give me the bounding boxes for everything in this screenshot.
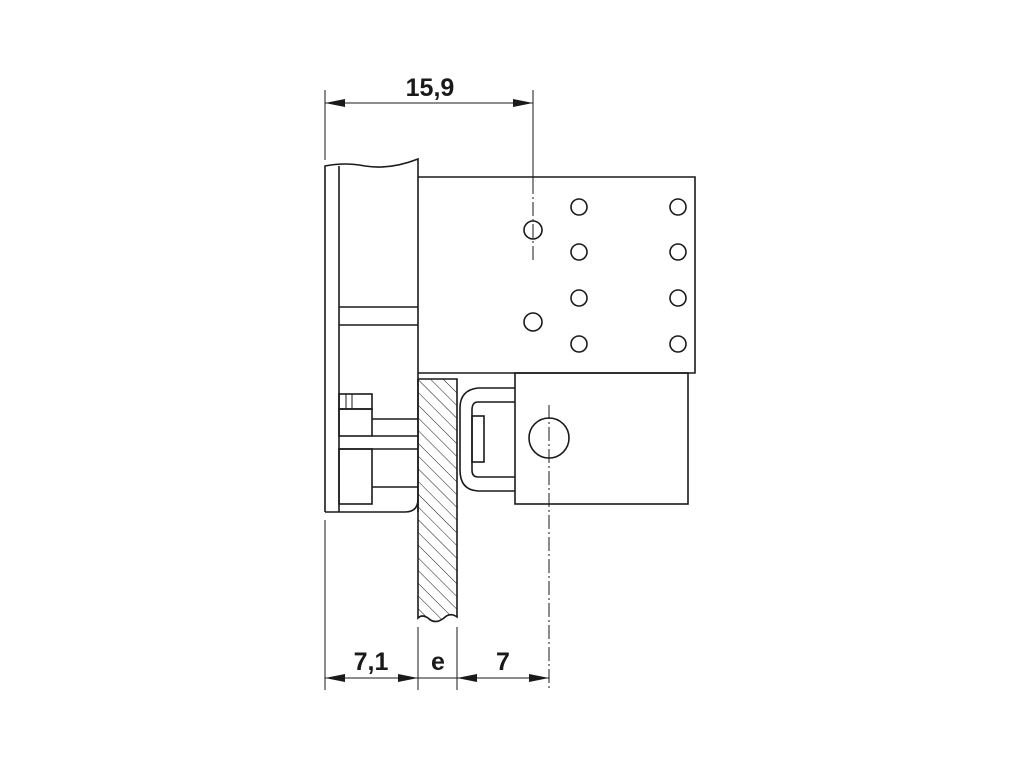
top-dimension: 15,9 — [324, 74, 534, 180]
mounting-clip — [459, 387, 515, 492]
mounting-block — [514, 372, 689, 690]
contact-holes — [570, 198, 687, 353]
dimension-label-7: 7 — [496, 648, 510, 676]
block-outline — [418, 176, 696, 374]
housing-outline — [324, 157, 419, 512]
hole — [523, 312, 543, 332]
panel-section — [417, 378, 458, 623]
dimension-label-7-1: 7,1 — [354, 648, 389, 676]
dimension-label-top: 15,9 — [406, 74, 455, 102]
bottom-dimensions: 7,1 e 7 — [324, 520, 549, 690]
terminal-block — [418, 176, 696, 374]
connector-housing — [324, 157, 419, 513]
dimension-label-e: e — [431, 648, 445, 676]
